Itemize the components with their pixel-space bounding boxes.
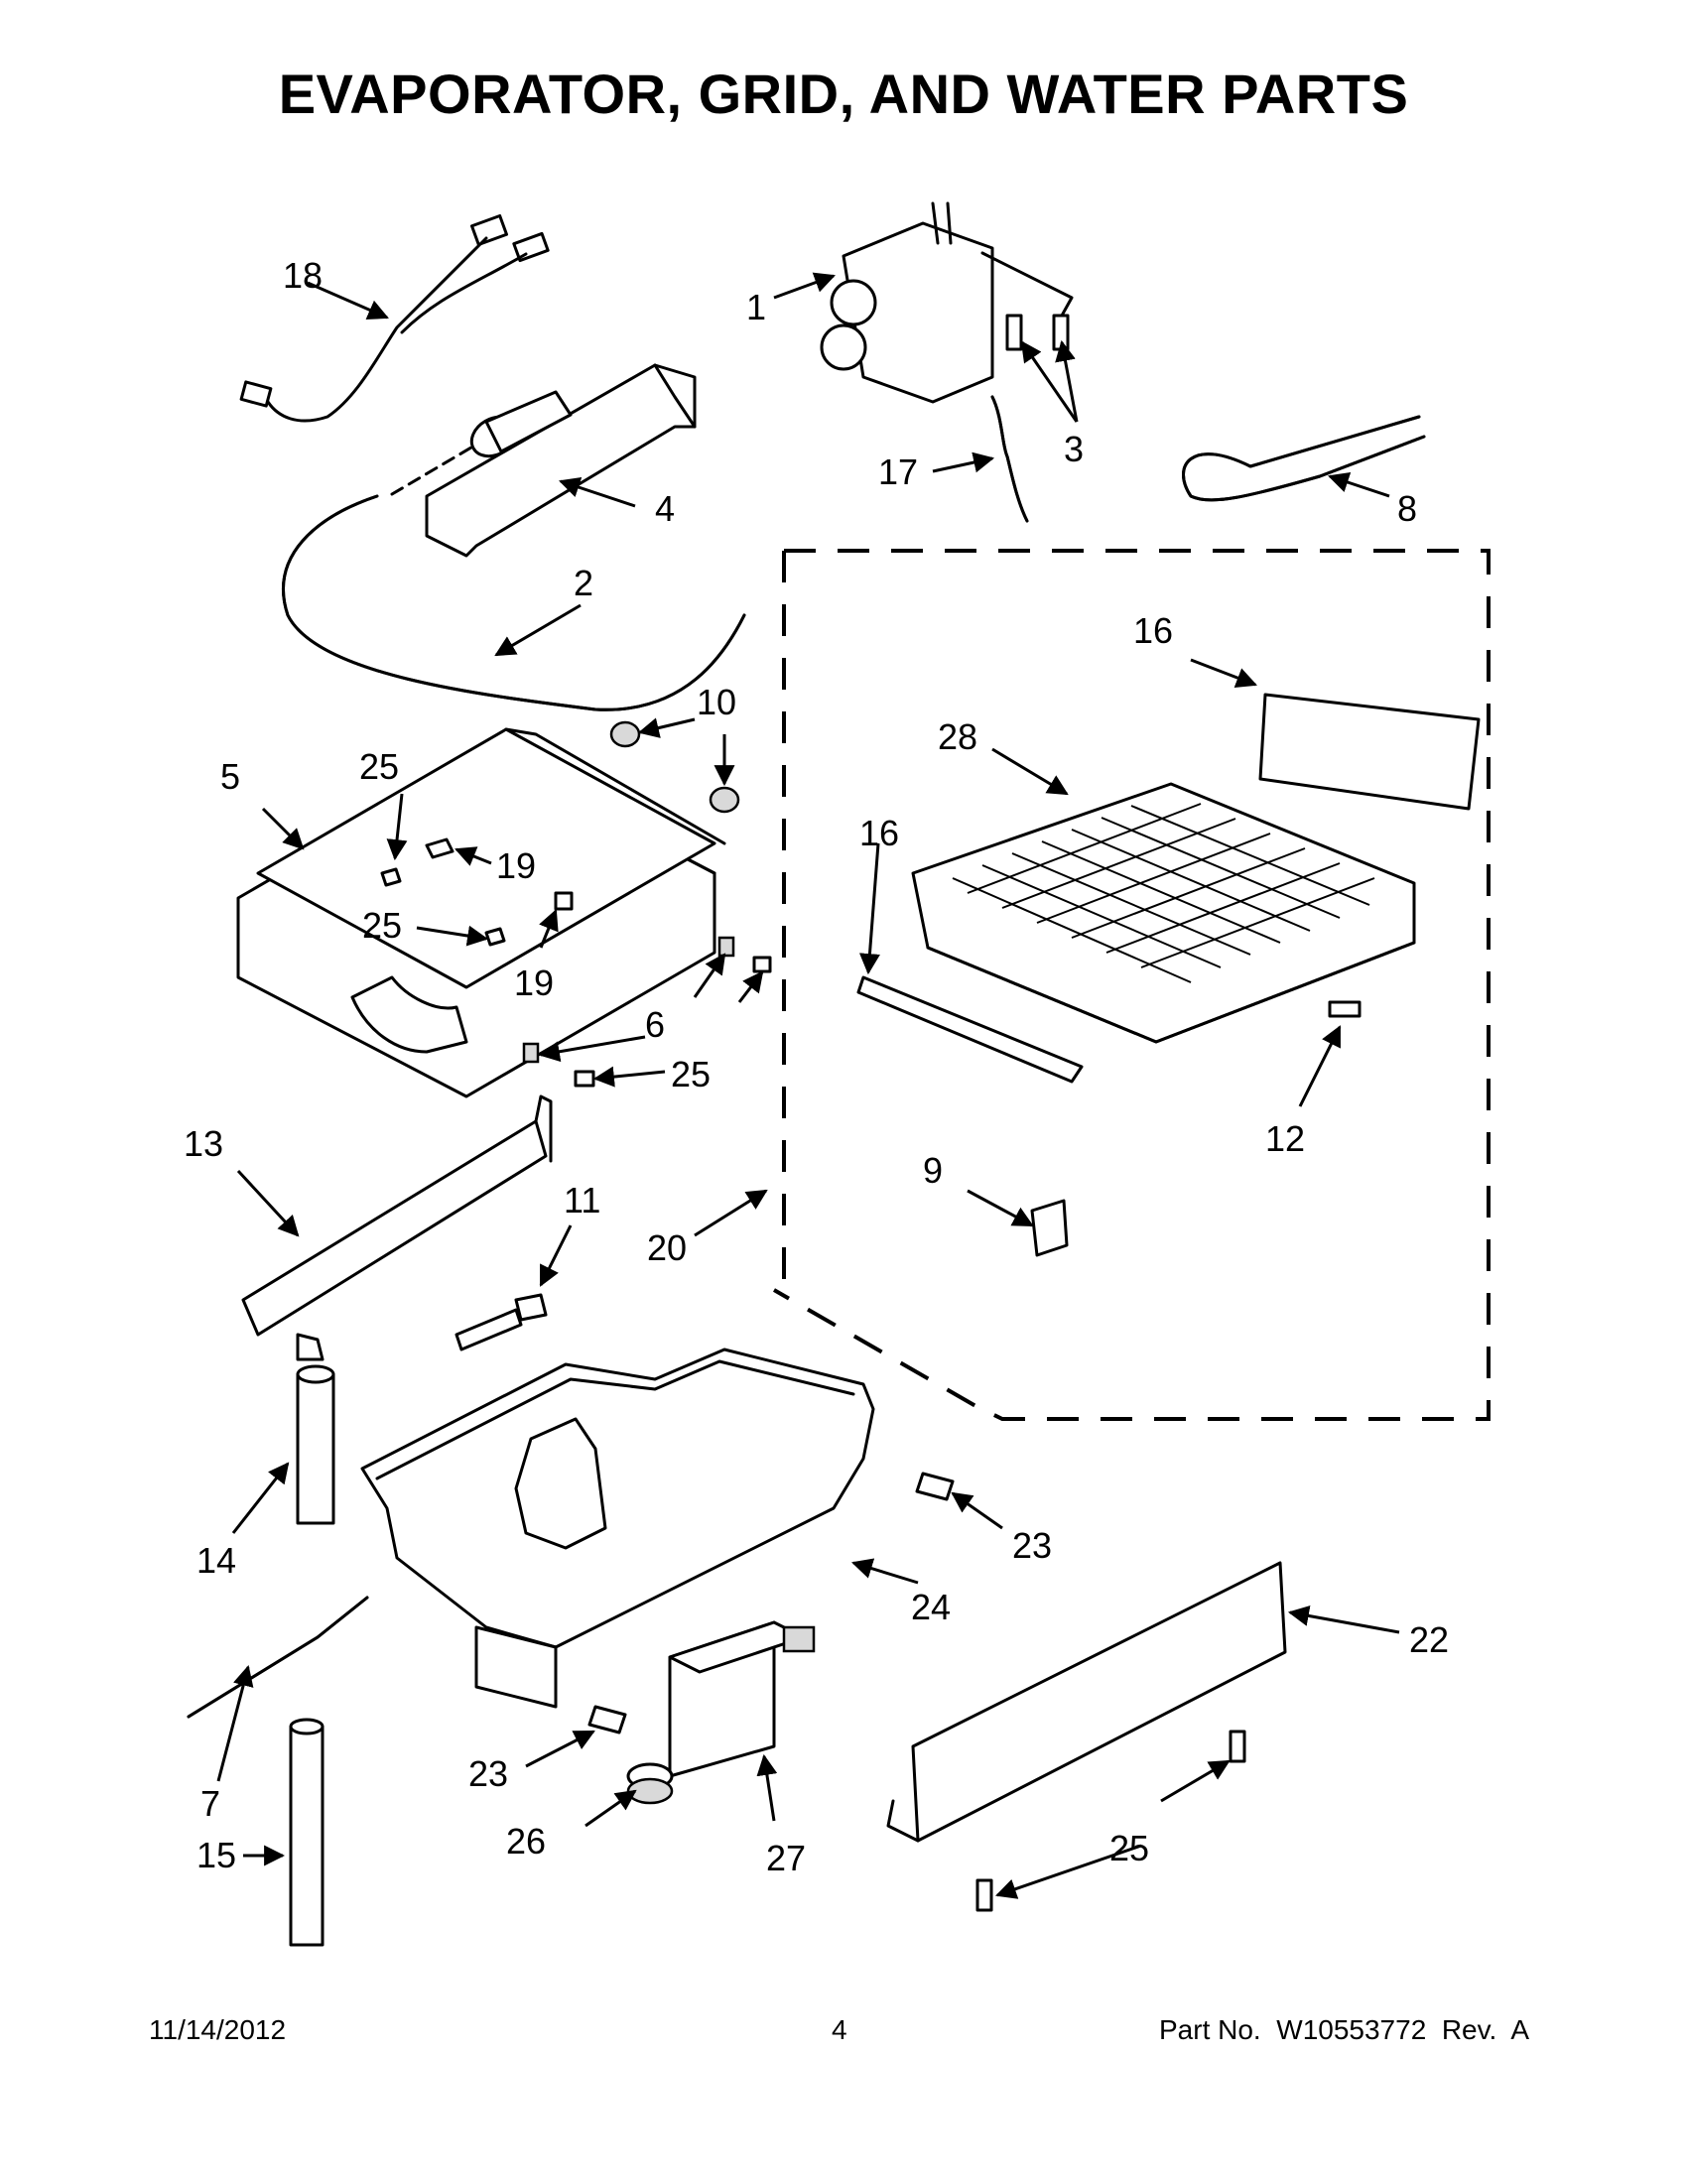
evaporator-tube [282,443,746,711]
fill-tube [296,1364,335,1525]
callout-13: 13 [184,1123,223,1164]
callout-25-a: 25 [359,746,399,787]
page-title: EVAPORATOR, GRID, AND WATER PARTS [278,63,1409,125]
callout-25-c: 25 [671,1054,711,1094]
callout-26: 26 [506,1821,546,1862]
callout-20: 20 [647,1227,687,1268]
callout-5: 5 [220,756,240,797]
housing-screws [380,837,772,1088]
footer-page-number: 4 [832,2014,847,2045]
callout-23-a: 23 [1012,1525,1052,1566]
callout-10: 10 [697,682,736,722]
callout-1: 1 [746,287,766,327]
callout-12: 12 [1265,1118,1305,1159]
valve-screws [1005,314,1070,351]
callout-24: 24 [911,1587,951,1627]
grid-strip-top [1258,693,1481,811]
evaporator-housing [236,727,726,1098]
callout-18: 18 [283,255,323,296]
callout-9: 9 [923,1150,943,1191]
callout-14: 14 [196,1540,236,1581]
callout-19-a: 19 [496,845,536,886]
callout-16-left: 16 [859,813,899,853]
callout-15: 15 [196,1835,236,1875]
water-valve [820,201,1074,404]
callout-28: 28 [938,716,977,757]
water-fitting [454,1293,548,1351]
callout-6: 6 [645,1004,665,1045]
valve-tube [990,395,1029,523]
cutter-grid [911,782,1416,1044]
footer-part-number: Part No. W10553772 Rev. A [1159,2014,1530,2045]
water-pump [668,1620,816,1778]
footer-date: 11/14/2012 [149,2014,287,2045]
pump-nut [626,1762,674,1805]
callout-16-top: 16 [1133,610,1173,651]
water-reservoir [360,1348,875,1709]
callout-23-b: 23 [468,1753,508,1794]
clips [522,936,735,1064]
fill-trough [241,1094,553,1361]
callout-25-d: 25 [1109,1828,1149,1868]
grommets [609,720,740,814]
callout-22: 22 [1409,1619,1449,1660]
evaporator-bracket [425,363,697,558]
callout-numbers: 18 1 3 17 8 4 2 10 5 25 19 25 19 6 25 13… [184,255,1449,1878]
callout-2: 2 [574,563,593,603]
callout-8: 8 [1397,488,1417,529]
callout-19-b: 19 [514,963,554,1003]
callout-3: 3 [1064,429,1084,469]
cover-panel [886,1561,1287,1843]
wire-harness [239,213,550,423]
callout-7: 7 [200,1783,220,1824]
grid-strip-left [856,975,1084,1084]
panel-screws [975,1730,1246,1912]
callout-4: 4 [655,488,675,529]
drain-tube [187,1596,369,1719]
grid-screw [1328,1000,1362,1018]
callout-25-b: 25 [362,905,402,946]
callout-11: 11 [564,1180,600,1220]
water-tube [289,1718,324,1947]
callout-17: 17 [878,451,918,492]
reservoir-screws [587,1472,955,1734]
grid-clip [1030,1199,1069,1257]
callout-27: 27 [766,1838,806,1878]
leader-lines [216,272,1400,1899]
heater-loop [1182,415,1426,502]
